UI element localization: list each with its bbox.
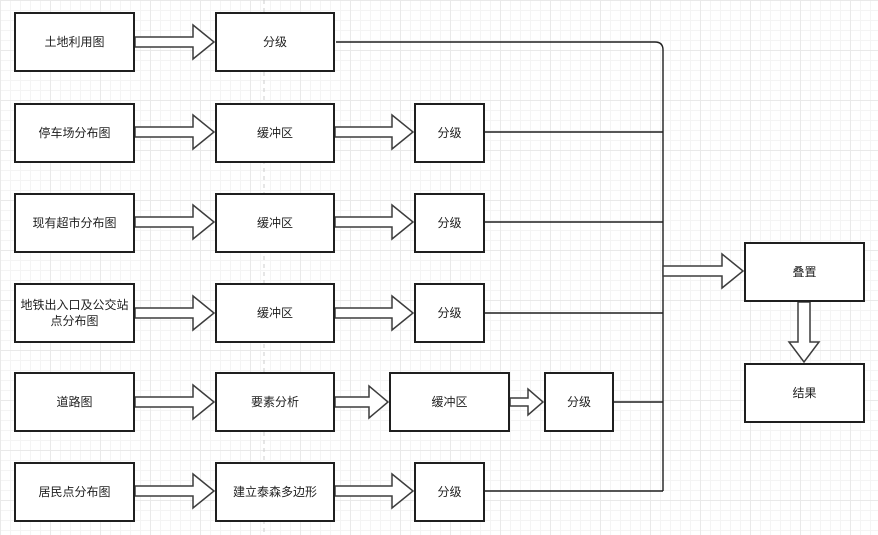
node-buffer-row3[interactable]: 缓冲区 <box>215 193 335 253</box>
node-feature-analysis[interactable]: 要素分析 <box>215 372 335 432</box>
node-result[interactable]: 结果 <box>744 363 865 423</box>
block-arrow-buffer4-to-grading[interactable] <box>334 294 415 332</box>
node-supermarket-map[interactable]: 现有超市分布图 <box>14 193 135 253</box>
block-arrow-buffer3-to-grading[interactable] <box>334 203 415 241</box>
node-parking-lot-map[interactable]: 停车场分布图 <box>14 103 135 163</box>
node-transit-station-map[interactable]: 地铁出入口及公交站点分布图 <box>14 283 135 343</box>
node-grading-row1[interactable]: 分级 <box>215 12 335 72</box>
block-arrow-buffer5-to-grading[interactable] <box>509 387 545 417</box>
block-arrow-residential-to-thiessen[interactable] <box>134 472 216 510</box>
block-arrow-analysis-to-buffer[interactable] <box>334 384 390 420</box>
block-arrow-supermarket-to-buffer[interactable] <box>134 203 216 241</box>
node-buffer-row5[interactable]: 缓冲区 <box>389 372 510 432</box>
node-grading-row5[interactable]: 分级 <box>544 372 614 432</box>
block-arrow-buffer2-to-grading[interactable] <box>334 113 415 151</box>
block-arrow-landuse-to-grading[interactable] <box>134 23 216 61</box>
block-arrow-parking-to-buffer[interactable] <box>134 113 216 151</box>
node-land-use-map[interactable]: 土地利用图 <box>14 12 135 72</box>
node-grading-row4[interactable]: 分级 <box>414 283 485 343</box>
node-road-map[interactable]: 道路图 <box>14 372 135 432</box>
node-grading-row3[interactable]: 分级 <box>414 193 485 253</box>
connector-grading1-to-bus <box>336 41 664 491</box>
node-residential-map[interactable]: 居民点分布图 <box>14 462 135 522</box>
node-buffer-row2[interactable]: 缓冲区 <box>215 103 335 163</box>
node-overlay[interactable]: 叠置 <box>744 242 865 302</box>
node-grading-row6[interactable]: 分级 <box>414 462 485 522</box>
node-grading-row2[interactable]: 分级 <box>414 103 485 163</box>
block-arrow-road-to-analysis[interactable] <box>134 383 216 421</box>
block-arrow-bus-to-overlay[interactable] <box>662 252 745 290</box>
block-arrow-thiessen-to-grading[interactable] <box>334 472 415 510</box>
block-arrow-overlay-to-result[interactable] <box>787 301 821 364</box>
node-buffer-row4[interactable]: 缓冲区 <box>215 283 335 343</box>
block-arrow-transit-to-buffer[interactable] <box>134 294 216 332</box>
node-thiessen-polygon[interactable]: 建立泰森多边形 <box>215 462 335 522</box>
